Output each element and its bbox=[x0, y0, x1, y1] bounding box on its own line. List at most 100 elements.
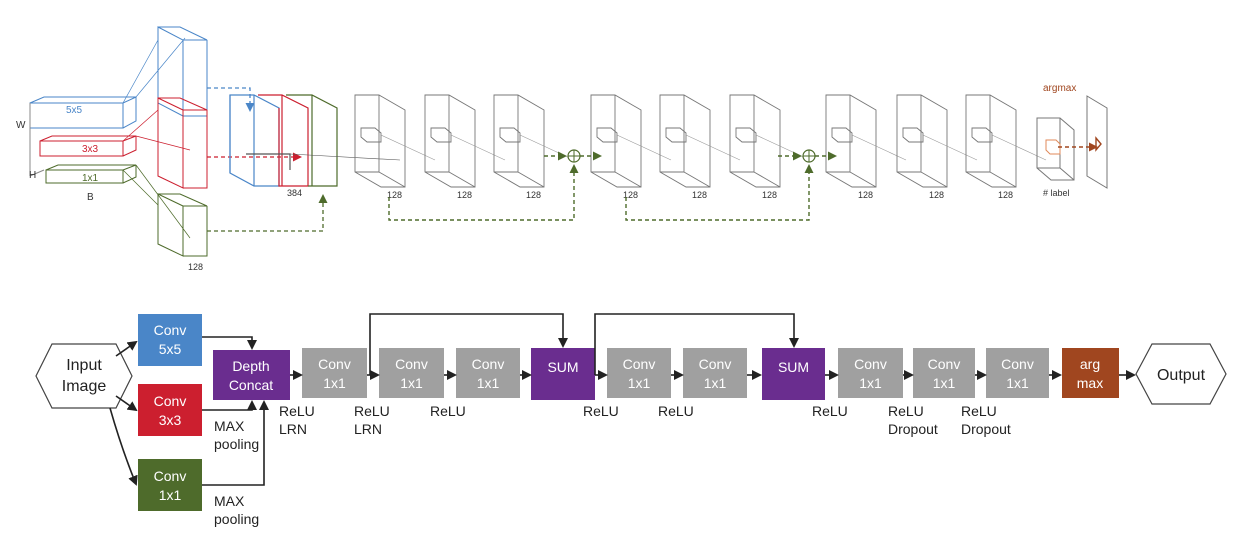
note-pool2-line1: MAX bbox=[214, 493, 245, 509]
top-conv-block: 128 bbox=[729, 94, 811, 200]
conv1x1-line2: 1x1 bbox=[1006, 375, 1029, 391]
conv1x1-line1: Conv bbox=[854, 356, 887, 372]
conv1x1-branch-line2: 1x1 bbox=[159, 487, 182, 503]
conv1x1-line2: 1x1 bbox=[933, 375, 956, 391]
conv1x1-line2: 1x1 bbox=[400, 375, 423, 391]
flow-notes: MAX pooling MAX pooling ReLU LRN ReLU LR… bbox=[214, 403, 1011, 527]
top-flow-arrows bbox=[388, 151, 837, 221]
input-volume bbox=[29, 96, 137, 184]
top-schematic: W H B 5x5 3x3 1x1 128 bbox=[16, 26, 1108, 272]
conv5x5-line1: Conv bbox=[154, 322, 187, 338]
conv1x1-line2: 1x1 bbox=[323, 375, 346, 391]
branch-depth-label: 128 bbox=[188, 262, 203, 272]
residual-sum-2 bbox=[802, 149, 816, 163]
argmax-label: argmax bbox=[1043, 83, 1076, 94]
input-h-label: H bbox=[29, 170, 36, 181]
note-relu-a: ReLU bbox=[430, 403, 466, 419]
kernel-1x1-label: 1x1 bbox=[82, 173, 99, 184]
flow-arrows bbox=[109, 313, 1136, 486]
concat-depth-label: 384 bbox=[287, 188, 302, 198]
kernel-3x3-label: 3x3 bbox=[82, 144, 99, 155]
projection-lines bbox=[122, 37, 191, 239]
sum-label: SUM bbox=[547, 359, 578, 375]
top-conv-depth-label: 128 bbox=[762, 190, 777, 200]
note-relu-d: ReLU bbox=[812, 403, 848, 419]
kernel-5x5-label: 5x5 bbox=[66, 105, 83, 116]
label-count-label: # label bbox=[1043, 188, 1070, 198]
output-plane bbox=[1086, 95, 1108, 189]
sum-node: SUM bbox=[762, 348, 825, 400]
branch-block-3x3 bbox=[157, 97, 208, 189]
conv1x1-line1: Conv bbox=[699, 356, 732, 372]
conv1x1-node: Conv 1x1 bbox=[456, 348, 520, 398]
input-image-node: Input Image bbox=[35, 343, 133, 409]
note-relu-lrn-2-line1: ReLU bbox=[354, 403, 390, 419]
conv1x1-line2: 1x1 bbox=[859, 375, 882, 391]
conv3x3-node: Conv 3x3 bbox=[138, 384, 202, 436]
sum-label: SUM bbox=[778, 359, 809, 375]
note-relu-lrn-1-line2: LRN bbox=[279, 421, 307, 437]
conv1x1-node: Conv 1x1 bbox=[302, 348, 367, 398]
top-conv-blocks: 128 128 128 128 128 128 128 128 128 bbox=[354, 94, 1047, 200]
conv1x1-line1: Conv bbox=[472, 356, 505, 372]
conv5x5-line2: 5x5 bbox=[159, 341, 182, 357]
top-conv-depth-label: 128 bbox=[526, 190, 541, 200]
conv1x1-line1: Conv bbox=[623, 356, 656, 372]
output-node: Output bbox=[1135, 343, 1227, 405]
conv1x1-line2: 1x1 bbox=[704, 375, 727, 391]
argmax-line2: max bbox=[1077, 375, 1103, 391]
blue-dashed-link bbox=[207, 87, 255, 112]
concat-block bbox=[229, 94, 401, 187]
top-conv-block: 128 bbox=[659, 94, 741, 200]
depth-concat-line2: Concat bbox=[229, 377, 273, 393]
branch-block-1x1 bbox=[157, 193, 208, 257]
conv1x1-node: Conv 1x1 bbox=[986, 348, 1049, 398]
top-conv-block: 128 bbox=[896, 94, 978, 200]
top-conv-depth-label: 128 bbox=[858, 190, 873, 200]
argmax-line1: arg bbox=[1080, 356, 1100, 372]
conv1x1-node: Conv 1x1 bbox=[838, 348, 903, 398]
note-pool1-line1: MAX bbox=[214, 418, 245, 434]
top-conv-block: 128 bbox=[493, 94, 575, 200]
conv3x3-line1: Conv bbox=[154, 393, 187, 409]
top-conv-depth-label: 128 bbox=[692, 190, 707, 200]
conv1x1-node: Conv 1x1 bbox=[683, 348, 747, 398]
note-relu-c: ReLU bbox=[658, 403, 694, 419]
depth-concat-line1: Depth bbox=[232, 358, 269, 374]
note-relu-lrn-1-line1: ReLU bbox=[279, 403, 315, 419]
conv1x1-line1: Conv bbox=[1001, 356, 1034, 372]
top-conv-block: 128 bbox=[825, 94, 907, 200]
note-relu-dropout-2-line1: ReLU bbox=[961, 403, 997, 419]
depth-concat-node: Depth Concat bbox=[213, 350, 290, 400]
top-conv-depth-label: 128 bbox=[387, 190, 402, 200]
argmax-node: arg max bbox=[1062, 348, 1119, 398]
top-conv-depth-label: 128 bbox=[457, 190, 472, 200]
top-conv-depth-label: 128 bbox=[929, 190, 944, 200]
top-conv-block: 128 bbox=[424, 94, 506, 200]
top-conv-depth-label: 128 bbox=[623, 190, 638, 200]
note-relu-dropout-1-line1: ReLU bbox=[888, 403, 924, 419]
note-relu-lrn-2-line2: LRN bbox=[354, 421, 382, 437]
conv1x1-branch-line1: Conv bbox=[154, 468, 187, 484]
top-conv-block: 128 bbox=[354, 94, 436, 200]
input-b-label: B bbox=[87, 192, 94, 203]
input-image-line2: Image bbox=[62, 378, 107, 395]
input-w-label: W bbox=[16, 120, 26, 131]
top-conv-block: 128 bbox=[590, 94, 672, 200]
conv3x3-line2: 3x3 bbox=[159, 412, 182, 428]
green-dashed-link bbox=[207, 194, 328, 232]
note-relu-b: ReLU bbox=[583, 403, 619, 419]
branch-block-5x5 bbox=[157, 26, 208, 117]
chain-nodes: Conv 1x1 Conv 1x1 Conv 1x1 SUM Conv 1x1 Conv 1x1 SU… bbox=[302, 348, 1049, 400]
label-block bbox=[1036, 117, 1075, 181]
conv1x1-line1: Conv bbox=[318, 356, 351, 372]
note-relu-dropout-1-line2: Dropout bbox=[888, 421, 938, 437]
top-conv-block: 128 bbox=[965, 94, 1047, 200]
input-image-line1: Input bbox=[66, 357, 102, 374]
residual-sum-1 bbox=[567, 149, 581, 163]
conv1x1-line2: 1x1 bbox=[477, 375, 500, 391]
top-conv-depth-label: 128 bbox=[998, 190, 1013, 200]
output-label: Output bbox=[1157, 367, 1206, 384]
